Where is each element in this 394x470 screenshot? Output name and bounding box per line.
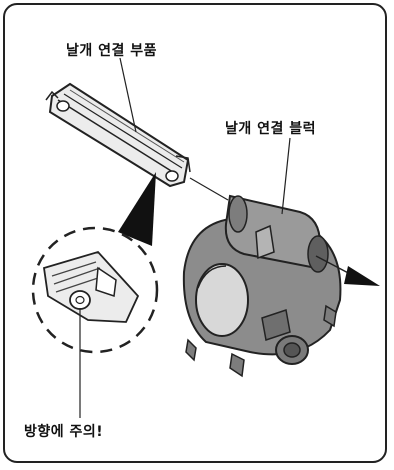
insertion-arrow [315,255,380,286]
part-label-leader [119,57,137,133]
zoom-detail [31,226,159,354]
blade-connector-part [45,82,191,188]
block-label-leader [281,137,291,215]
blade-connector-block-label: 날개 연결 블럭 [225,121,317,137]
mind-direction-note: 방향에 주의! [24,424,104,440]
blade-connector-part-label: 날개 연결 부품 [66,43,158,59]
illustration-frame [3,3,387,463]
blade-connector-block [182,194,342,378]
magnifier-pointer [118,172,156,246]
alignment-line [189,177,229,201]
